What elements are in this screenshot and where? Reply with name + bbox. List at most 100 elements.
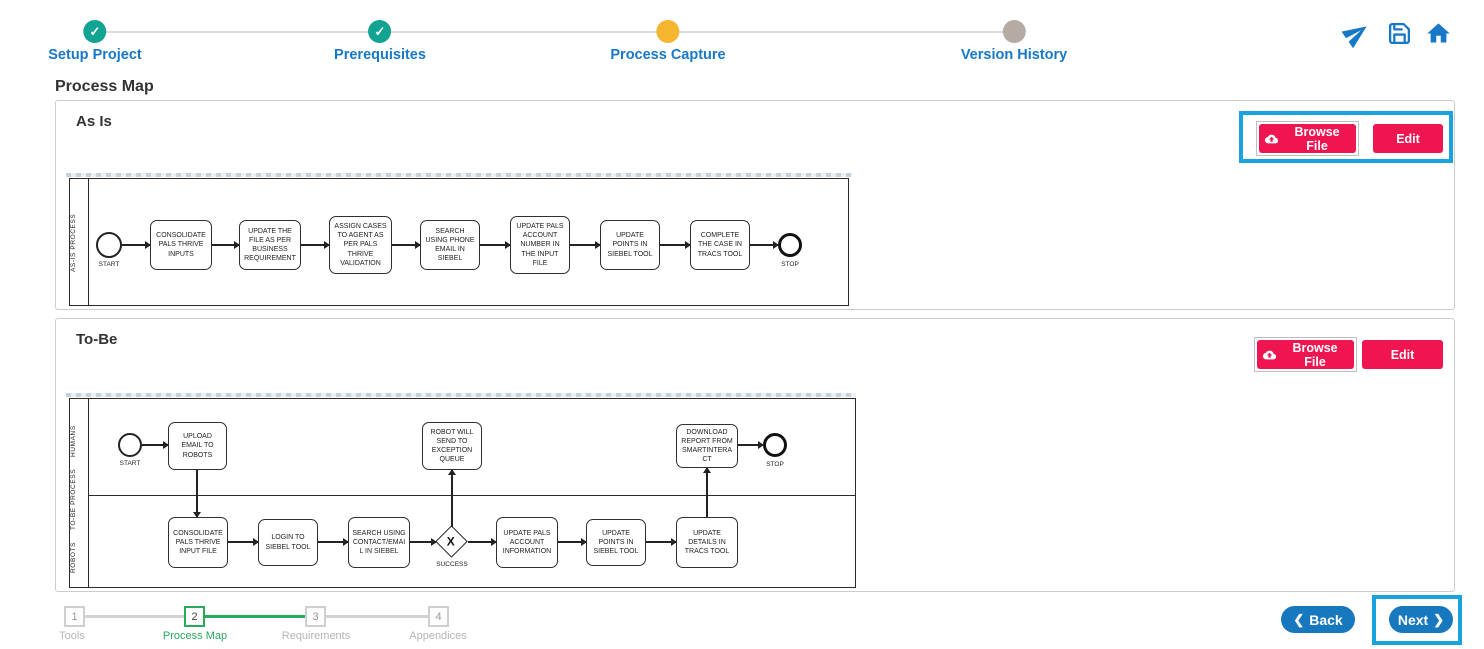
send-icon[interactable] [1341, 20, 1370, 49]
flow-arrow [142, 441, 169, 448]
bottom-step-tools-label[interactable]: Tools [59, 630, 85, 642]
tobe-robot-task-5: UPDATE POINTS IN SIEBEL TOOL [586, 519, 646, 566]
lane-divider [89, 495, 855, 497]
asis-start-label: START [98, 261, 120, 268]
top-stepper-track [95, 31, 1014, 33]
chevron-right-icon: ❯ [1433, 611, 1445, 627]
tobe-pool-label-strip: HUMANS TO-BE PROCESS ROBOTS [70, 399, 89, 587]
bottom-step-4-box[interactable]: 4 [428, 606, 449, 627]
asis-browse-file-label: Browse File [1294, 124, 1340, 153]
flow-arrow [468, 538, 497, 545]
tobe-human-task-2: ROBOT WILL SEND TO EXCEPTION QUEUE [422, 422, 482, 470]
top-step-label: Prerequisites [334, 47, 426, 63]
tobe-diagram: HUMANS TO-BE PROCESS ROBOTS START UPLOAD… [66, 393, 856, 590]
top-step-label: Setup Project [48, 47, 142, 63]
next-label: Next [1397, 611, 1429, 628]
flow-arrow [570, 241, 601, 248]
tobe-panel-title: To-Be [76, 331, 118, 348]
top-step-label: Version History [960, 47, 1068, 63]
step-number: 4 [435, 610, 442, 623]
check-icon: ✓ [83, 20, 107, 43]
tobe-robot-task-3: SEARCH USING CONTACT/EMAIL IN SIEBEL [348, 517, 410, 568]
asis-task-6: UPDATE POINTS IN SIEBEL TOOL [600, 220, 660, 270]
current-step-dot [656, 20, 680, 43]
asis-edit-button[interactable]: Edit [1373, 124, 1443, 153]
gateway-x-glyph: X [447, 534, 456, 549]
tobe-start-event [118, 433, 142, 457]
save-icon[interactable] [1387, 21, 1412, 46]
flow-arrow [750, 241, 779, 248]
flow-arrow [660, 241, 691, 248]
flow-arrow-down [193, 470, 200, 518]
tobe-stop-event [763, 433, 787, 457]
asis-stop-event [778, 233, 802, 257]
asis-task-3: ASSIGN CASES TO AGENT AS PER PALS THRIVE… [329, 216, 392, 274]
tobe-robot-task-6: UPDATE DETAILS IN TRACS TOOL [676, 517, 738, 568]
flow-arrow [646, 538, 677, 545]
home-icon[interactable] [1425, 20, 1452, 47]
step-number: 3 [312, 610, 319, 623]
page-title: Process Map [55, 78, 154, 95]
asis-pool-label-strip: AS-IS PROCESS [70, 179, 89, 305]
tobe-browse-file-wrapper: Browse File [1254, 337, 1357, 372]
flow-arrow [558, 538, 587, 545]
asis-browse-file-wrapper: Browse File [1256, 121, 1359, 156]
chevron-left-icon: ❮ [1293, 611, 1305, 627]
flow-arrow-up [703, 467, 710, 517]
tobe-human-task-3: DOWNLOAD REPORT FROM SMARTINTERACT [676, 424, 738, 468]
diagram-image-edge [66, 173, 852, 177]
step-number: 1 [71, 610, 78, 623]
tobe-panel: To-Be Browse File Edit HUMANS TO-BE PROC… [55, 318, 1455, 592]
tobe-browse-file-button[interactable]: Browse File [1257, 340, 1354, 369]
tobe-edit-label: Edit [1390, 347, 1415, 362]
cloud-upload-icon [1263, 350, 1277, 359]
next-button[interactable]: Next ❯ [1389, 606, 1453, 633]
top-step-setup-project[interactable]: ✓ Setup Project [48, 20, 142, 63]
tobe-robot-task-4: UPDATE PALS ACCOUNT INFORMATION [496, 517, 558, 568]
asis-start-event [96, 232, 122, 258]
bottom-step-appendices-label[interactable]: Appendices [409, 630, 467, 642]
asis-task-4: SEARCH USING PHONE EMAIL IN SIEBEL [420, 220, 480, 270]
flow-arrow [212, 241, 240, 248]
flow-arrow [480, 241, 511, 248]
asis-edit-label: Edit [1396, 131, 1420, 146]
tobe-pool: HUMANS TO-BE PROCESS ROBOTS START UPLOAD… [69, 398, 856, 588]
bottom-step-1-box[interactable]: 1 [64, 606, 85, 627]
bottom-step-process-map-label[interactable]: Process Map [162, 630, 228, 642]
bottom-step-2-box[interactable]: 2 [184, 606, 205, 627]
check-icon: ✓ [368, 20, 392, 43]
bottom-stepper-track-active [198, 615, 313, 618]
tobe-edit-button[interactable]: Edit [1362, 340, 1443, 369]
pending-step-dot [1002, 20, 1026, 43]
flow-arrow [738, 441, 764, 448]
top-step-version-history[interactable]: Version History [961, 20, 1067, 63]
asis-task-2: UPDATE THE FILE AS PER BUSINESS REQUIREM… [239, 220, 301, 270]
back-label: Back [1309, 611, 1343, 628]
top-step-process-capture[interactable]: Process Capture [610, 20, 726, 63]
cloud-upload-icon [1265, 134, 1279, 143]
tobe-start-label: START [119, 460, 141, 467]
asis-task-1: CONSOLIDATE PALS THRIVE INPUTS [150, 220, 212, 270]
bottom-step-requirements-label[interactable]: Requirements [281, 630, 351, 642]
flow-arrow [410, 538, 437, 545]
tobe-gateway-success: X [435, 525, 468, 558]
tobe-robot-task-2: LOGIN TO SIEBEL TOOL [258, 519, 318, 566]
back-button[interactable]: ❮ Back [1281, 606, 1355, 633]
asis-panel: As Is Browse File Edit AS-IS PROCESS STA… [55, 100, 1455, 310]
asis-stop-label: STOP [781, 261, 799, 268]
asis-diagram: AS-IS PROCESS START CONSOLIDATE PALS THR… [66, 173, 852, 306]
check-glyph: ✓ [89, 23, 101, 39]
tobe-lane-robots-label: ROBOTS [70, 541, 77, 573]
asis-panel-title: As Is [76, 113, 112, 130]
top-step-prerequisites[interactable]: ✓ Prerequisites [334, 20, 426, 63]
bottom-step-3-box[interactable]: 3 [305, 606, 326, 627]
flow-arrow [318, 538, 349, 545]
flow-arrow [301, 241, 330, 248]
asis-browse-file-button[interactable]: Browse File [1259, 124, 1356, 153]
step-number: 2 [191, 610, 198, 623]
asis-pool-label: AS-IS PROCESS [70, 213, 77, 273]
top-step-label: Process Capture [610, 47, 726, 63]
asis-pool: AS-IS PROCESS START CONSOLIDATE PALS THR… [69, 178, 849, 306]
tobe-robot-task-1: CONSOLIDATE PALS THRIVE INPUT FILE [168, 517, 228, 568]
diagram-image-edge [66, 393, 856, 397]
